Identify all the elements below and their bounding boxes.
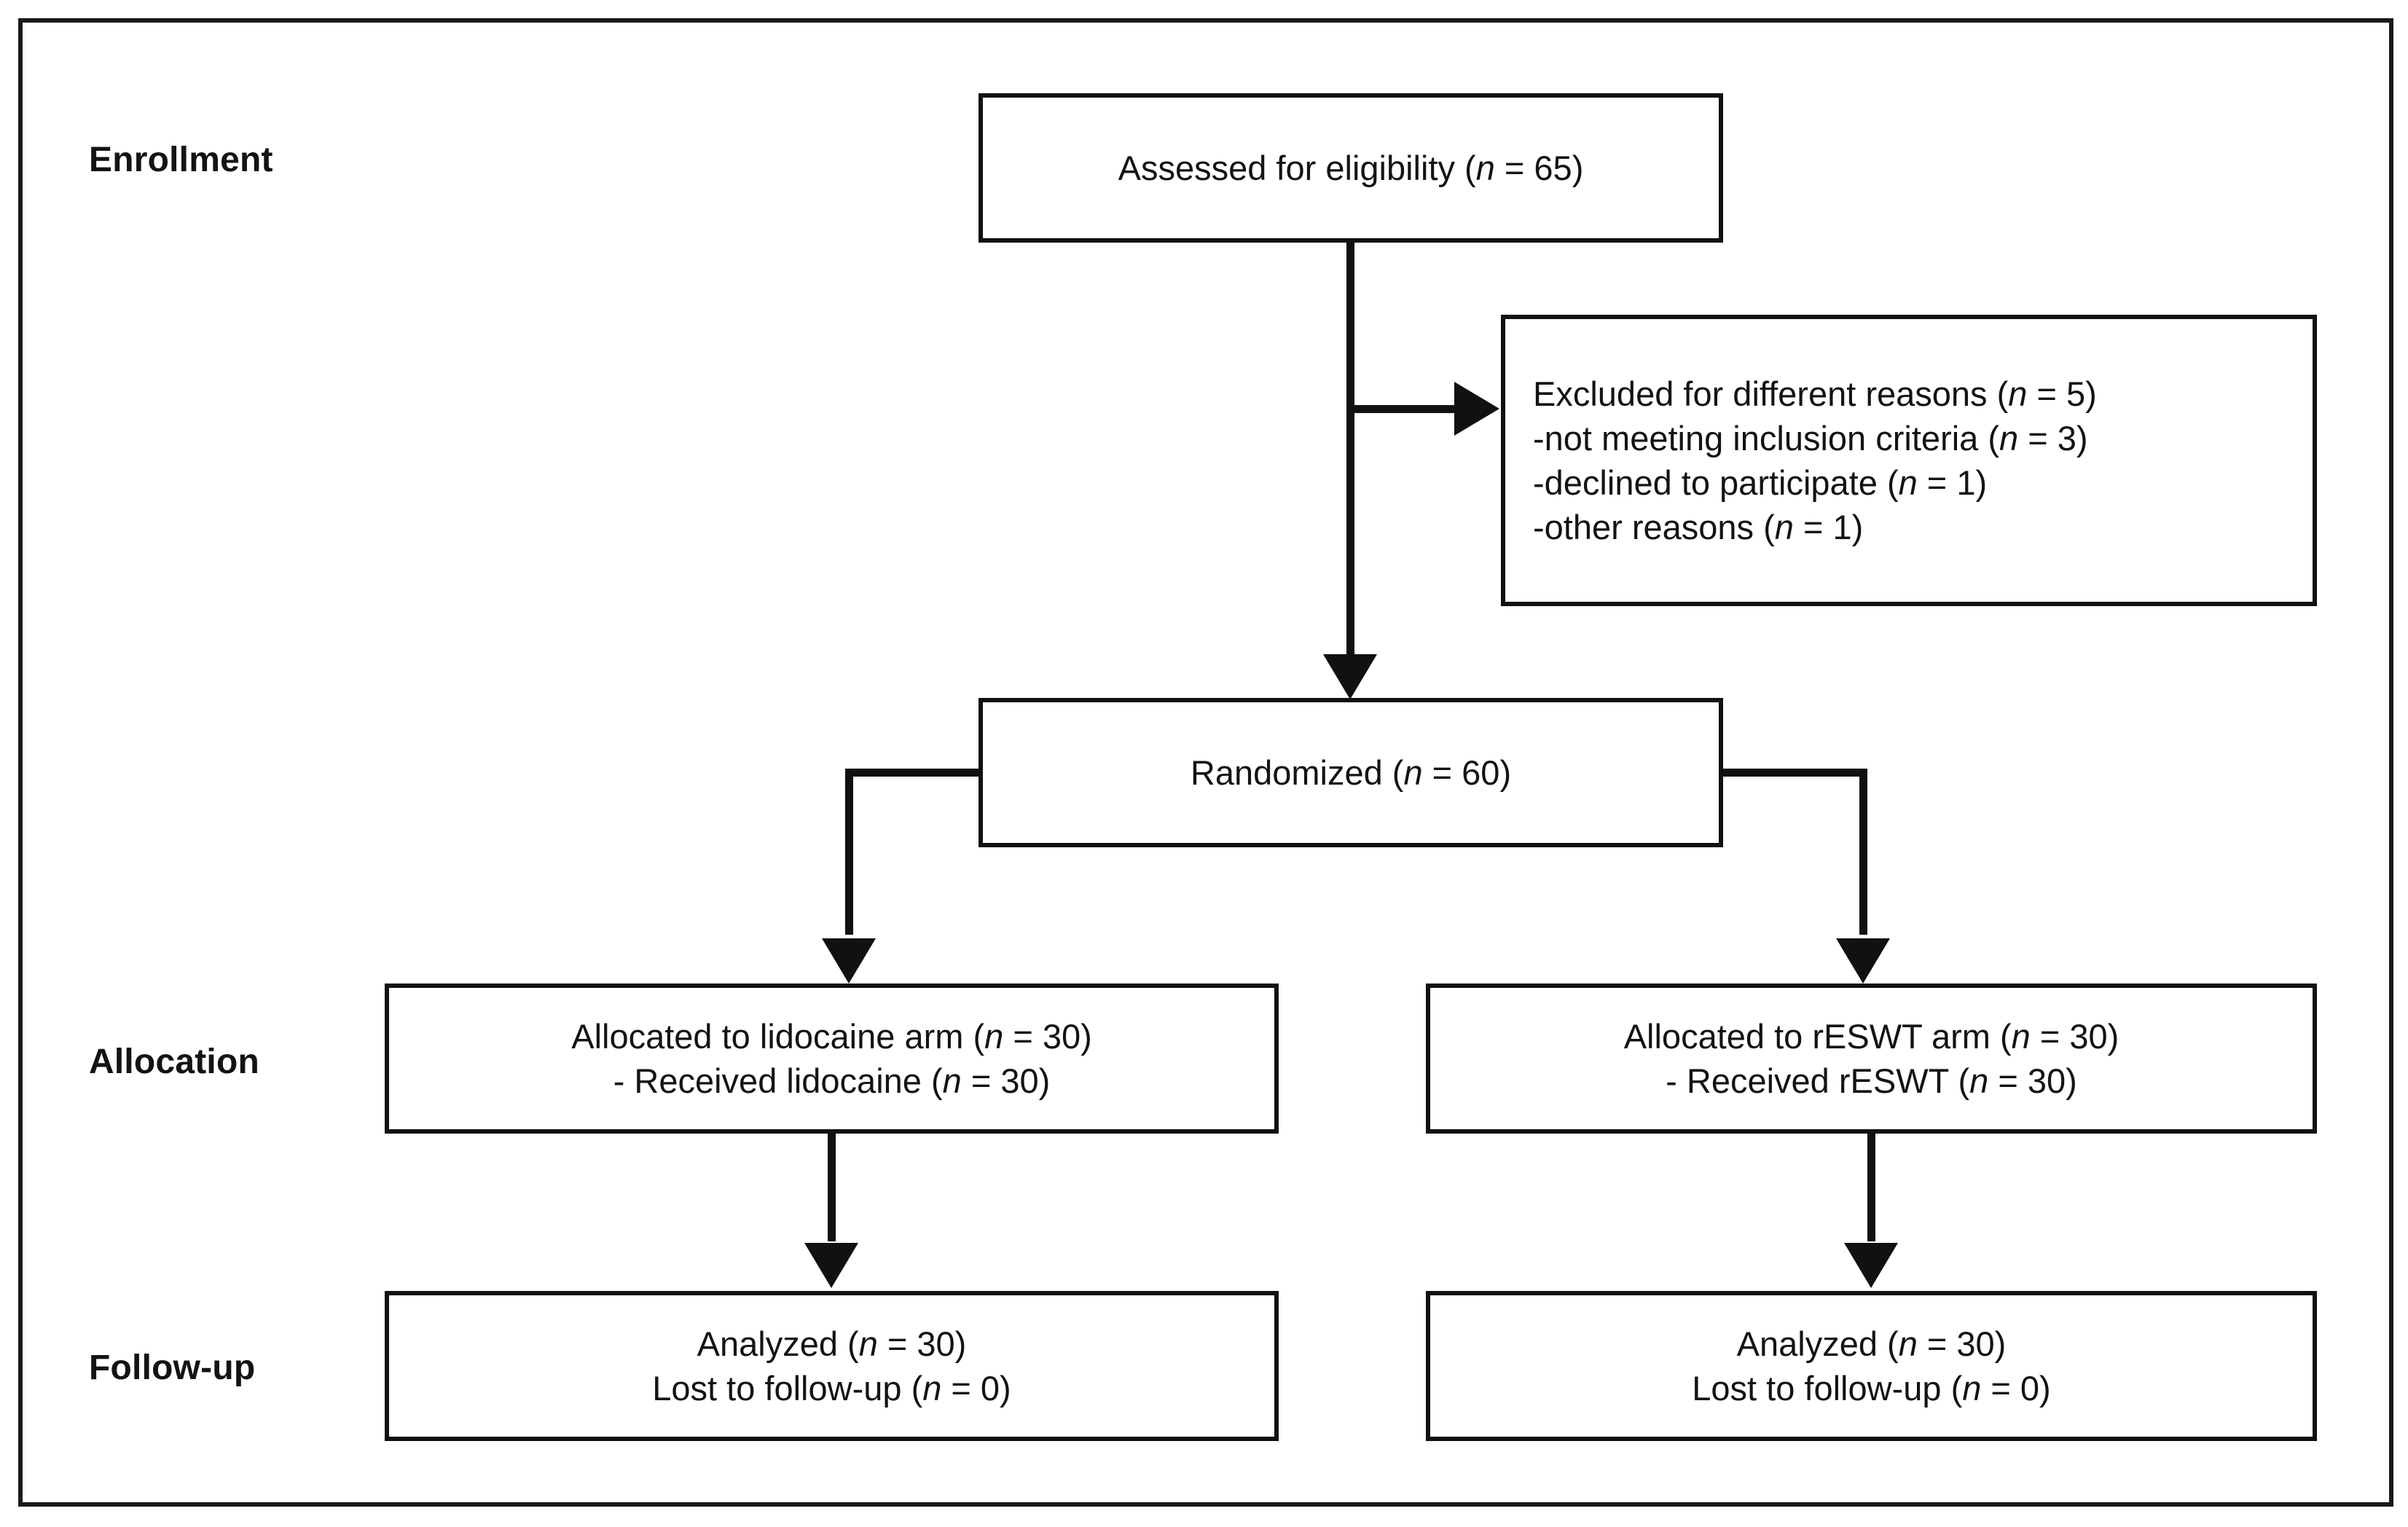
connector-randomized-right-vertical (1859, 769, 1867, 935)
box-assessed-text: Assessed for eligibility (n = 65) (1118, 148, 1584, 187)
box-assessed-for-eligibility: Assessed for eligibility (n = 65) (979, 93, 1723, 243)
connector-randomized-left-vertical (845, 769, 853, 935)
box-allocation-lidocaine-text: Allocated to lidocaine arm (n = 30)- Rec… (571, 1016, 1092, 1100)
stage-label-allocation: Allocation (89, 1043, 260, 1081)
stage-label-followup: Follow-up (89, 1349, 256, 1387)
arrowhead-down-to-allocation-right (1836, 938, 1890, 984)
connector-allocation-right-to-followup-right (1867, 1134, 1875, 1241)
box-followup-lidocaine: Analyzed (n = 30)Lost to follow-up (n = … (385, 1291, 1279, 1441)
arrowhead-down-to-allocation-left (822, 938, 876, 984)
box-randomized-text: Randomized (n = 60) (1190, 753, 1512, 792)
box-excluded-text: Excluded for different reasons (n = 5)-n… (1533, 374, 2097, 547)
connector-allocation-left-to-followup-left (828, 1134, 836, 1241)
connector-assessed-to-excluded (1346, 405, 1457, 413)
stage-label-enrollment: Enrollment (89, 141, 273, 179)
box-excluded: Excluded for different reasons (n = 5)-n… (1501, 315, 2317, 606)
box-allocation-reswt: Allocated to rESWT arm (n = 30)- Receive… (1426, 984, 2317, 1134)
arrowhead-right-to-excluded (1454, 382, 1499, 436)
connector-randomized-left-horizontal (845, 769, 982, 777)
arrowhead-down-to-followup-left (804, 1243, 858, 1288)
connector-randomized-right-horizontal (1719, 769, 1867, 777)
arrowhead-down-to-randomized (1323, 654, 1377, 699)
box-allocation-reswt-text: Allocated to rESWT arm (n = 30)- Receive… (1623, 1016, 2119, 1100)
box-followup-lidocaine-text: Analyzed (n = 30)Lost to follow-up (n = … (652, 1324, 1011, 1408)
connector-assessed-to-randomized (1346, 243, 1354, 658)
arrowhead-down-to-followup-right (1844, 1243, 1898, 1288)
box-randomized: Randomized (n = 60) (979, 698, 1723, 847)
box-allocation-lidocaine: Allocated to lidocaine arm (n = 30)- Rec… (385, 984, 1279, 1134)
box-followup-reswt: Analyzed (n = 30)Lost to follow-up (n = … (1426, 1291, 2317, 1441)
box-followup-reswt-text: Analyzed (n = 30)Lost to follow-up (n = … (1692, 1324, 2051, 1408)
